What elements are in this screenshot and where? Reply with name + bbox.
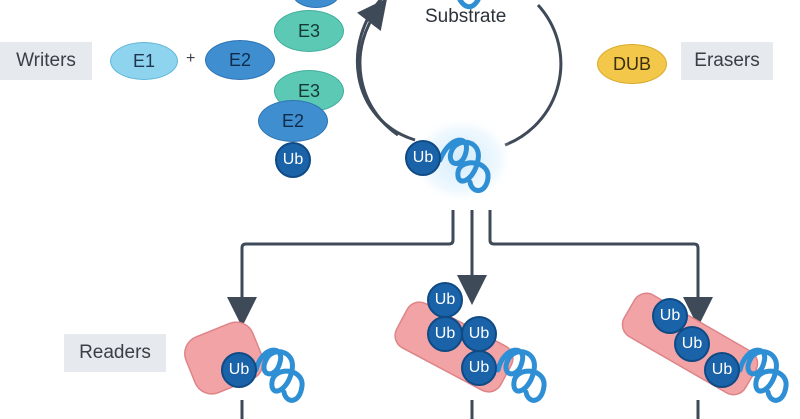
ub-reader-left: Ub <box>221 352 257 388</box>
ub-center-2: Ub <box>427 316 463 352</box>
arrow-left-branch <box>227 210 455 327</box>
substrate-chain-tail <box>457 0 481 10</box>
substrate-chain-center <box>437 137 491 193</box>
substrate-chain-left <box>253 347 305 403</box>
writers-label: Writers <box>0 42 92 80</box>
e2-protein-mid: E2 <box>258 100 328 142</box>
cycle-arc-in <box>355 0 416 142</box>
ub-center-4: Ub <box>461 350 497 386</box>
e3-protein-top: E3 <box>274 10 344 52</box>
ub-center-1: Ub <box>427 282 463 318</box>
substrate-chain-right <box>737 347 789 403</box>
readers-label: Readers <box>64 334 166 372</box>
erasers-label: Erasers <box>681 42 773 80</box>
substrate-chain-center-bottom <box>495 347 547 403</box>
e1-protein: E1 <box>110 42 178 80</box>
ub-substrate-center: Ub <box>405 140 441 176</box>
ub-center-3: Ub <box>461 316 497 352</box>
ub-writer: Ub <box>275 142 311 178</box>
arrow-right-branch <box>488 210 713 327</box>
cycle-arc-right <box>504 3 563 147</box>
ub-right-3: Ub <box>704 352 740 388</box>
plus-sign: + <box>186 50 196 67</box>
substrate-label: Substrate <box>425 6 507 27</box>
dub-protein: DUB <box>597 44 667 84</box>
ub-right-2: Ub <box>674 326 710 362</box>
e2-protein-top: E2 <box>205 40 275 80</box>
